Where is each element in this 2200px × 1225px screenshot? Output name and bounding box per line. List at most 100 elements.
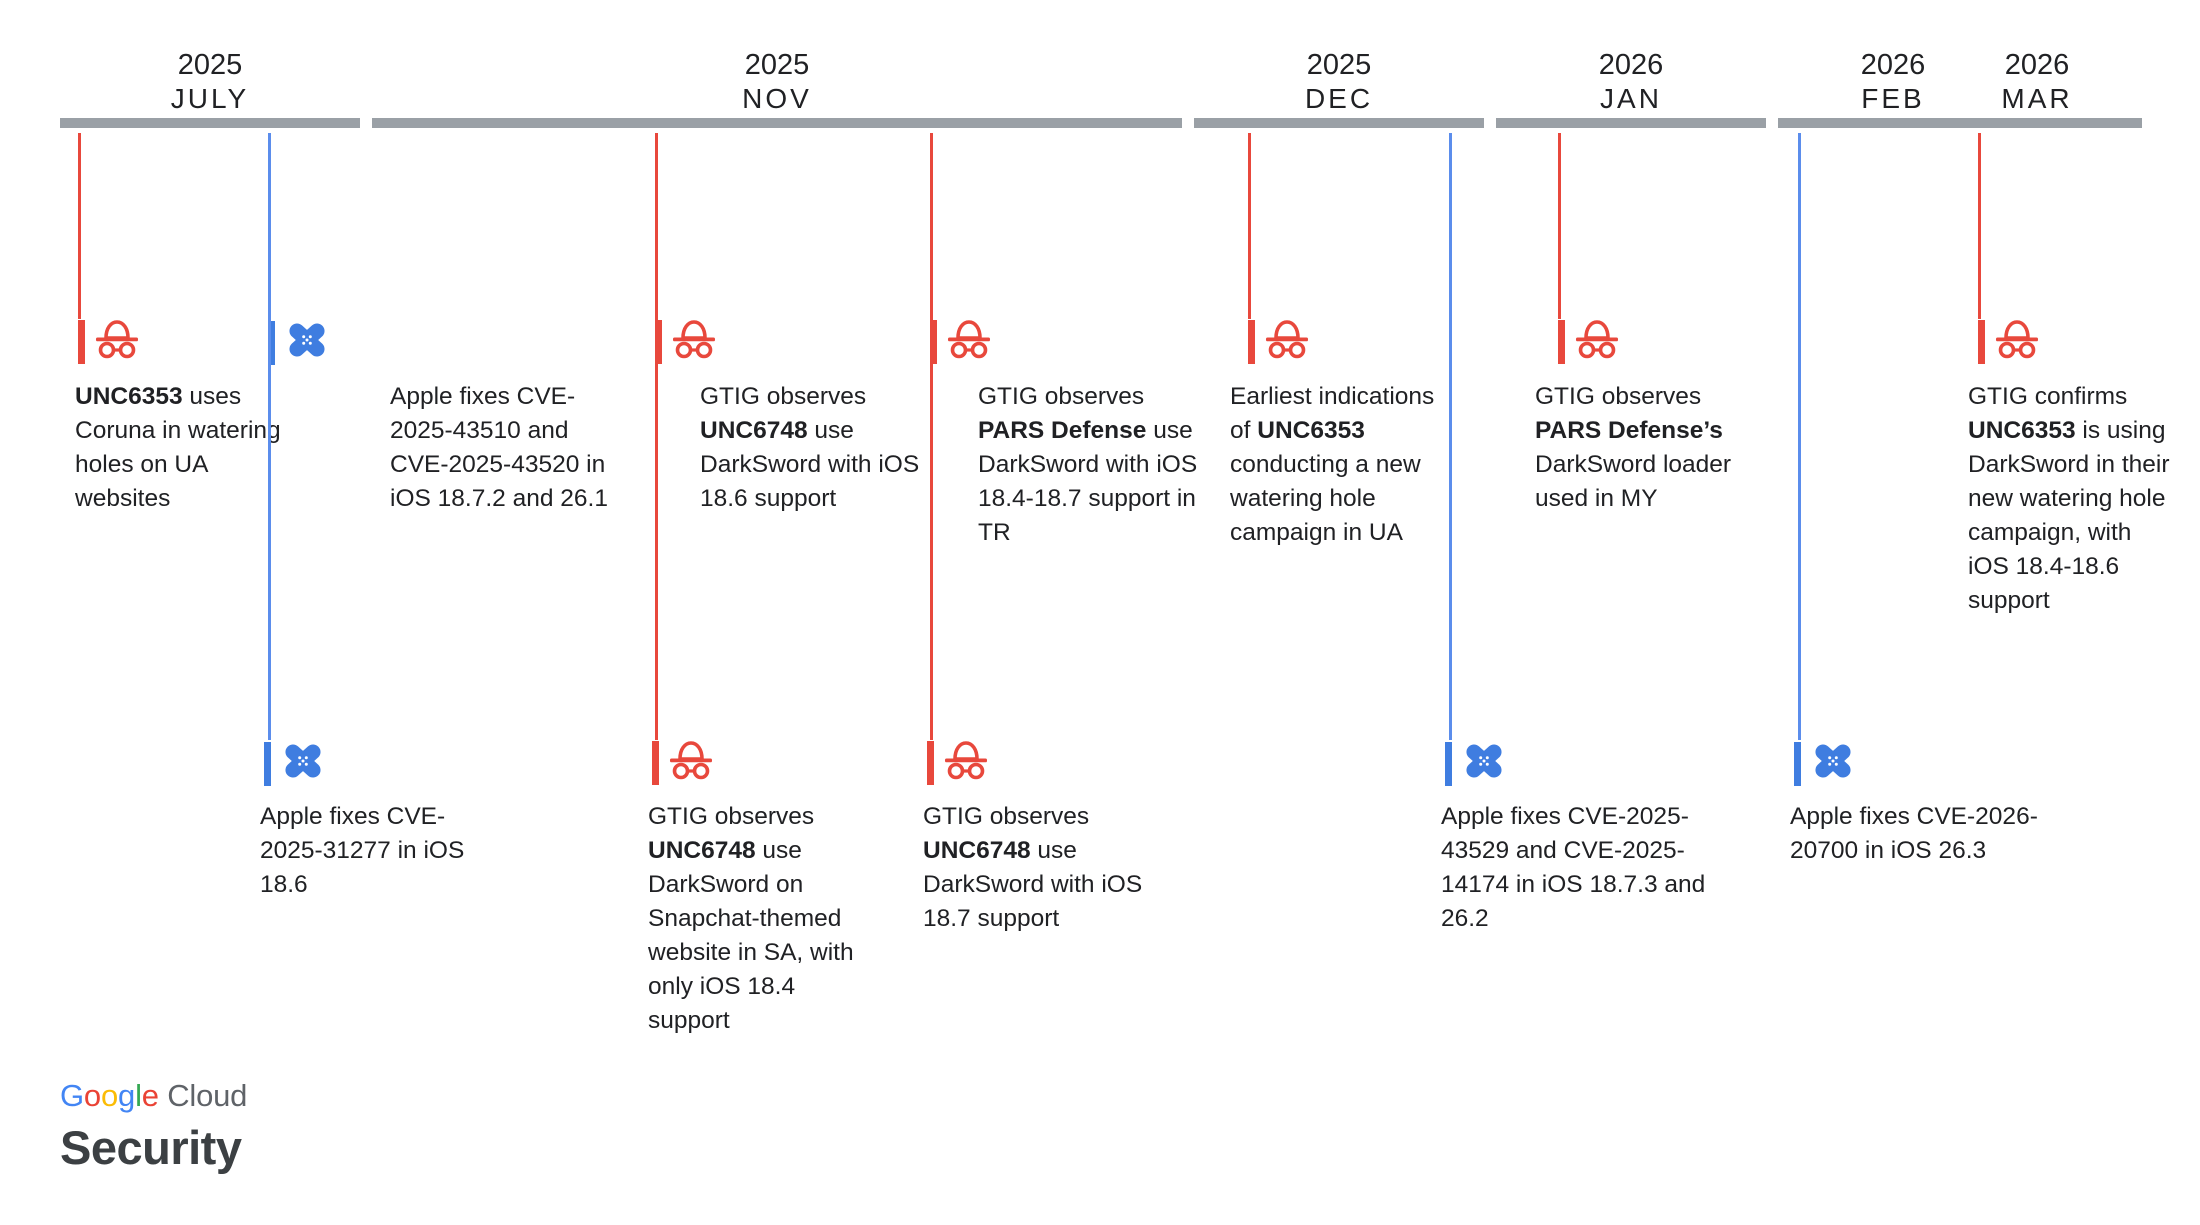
event-tick: [78, 319, 85, 364]
logo-letter-o2: o: [100, 1078, 119, 1113]
spy-hat-icon: [1266, 320, 1308, 359]
event-description: UNC6353 uses Coruna in watering holes on…: [75, 380, 285, 516]
event-marker[interactable]: [930, 319, 992, 364]
event-body: use DarkSword with iOS 18.7 support: [923, 837, 1143, 932]
event-tick: [655, 319, 662, 364]
axis-year: 2026: [1860, 49, 1926, 81]
event-body: conducting a new watering hole campaign …: [1230, 451, 1421, 546]
event-description: GTIG observes UNC6748 use DarkSword on S…: [648, 800, 863, 1038]
event-stem: [1798, 133, 1801, 740]
event-stem: [655, 133, 658, 740]
bandage-icon: [1815, 744, 1851, 778]
event-description: Apple fixes CVE-2025-43529 and CVE-2025-…: [1441, 800, 1721, 936]
logo-letter-l: l: [135, 1078, 142, 1113]
event-lead: Earliest indications of: [1230, 383, 1435, 444]
bandage-icon: [285, 744, 321, 778]
event-body: Apple fixes CVE-2025-31277 in iOS 18.6: [260, 803, 465, 898]
axis-month: JULY: [170, 83, 250, 114]
axis-bar-july: [60, 118, 360, 128]
axis-bar-nov: [372, 118, 1182, 128]
axis-year: 2025: [177, 49, 243, 81]
event-entity: UNC6353: [1968, 417, 2076, 444]
axis-bar-jan: [1496, 118, 1766, 128]
event-tick: [264, 741, 271, 786]
event-marker[interactable]: [927, 740, 989, 785]
axis-year: 2025: [1306, 49, 1372, 81]
event-marker[interactable]: [1248, 319, 1310, 364]
event-tick: [1558, 319, 1565, 364]
event-marker[interactable]: [1445, 740, 1507, 787]
event-entity: UNC6353: [75, 383, 183, 410]
event-marker[interactable]: [1794, 740, 1856, 787]
event-tick: [268, 320, 275, 365]
spy-hat-icon: [671, 319, 717, 364]
logo-cloud-text: Cloud: [158, 1078, 248, 1113]
event-entity: UNC6748: [648, 837, 756, 864]
axis-bar-dec: [1194, 118, 1484, 128]
event-entity: PARS Defense: [978, 417, 1147, 444]
bandage-icon: [1461, 740, 1507, 787]
bandage-icon: [284, 319, 330, 366]
spy-hat-icon: [1996, 320, 2038, 359]
event-body: use DarkSword with iOS 18.6 support: [700, 417, 920, 512]
event-description: Apple fixes CVE-2026-20700 in iOS 26.3: [1790, 800, 2050, 868]
event-marker[interactable]: [1978, 319, 2040, 364]
event-marker[interactable]: [78, 319, 140, 364]
spy-hat-icon: [948, 320, 990, 359]
event-entity: UNC6748: [923, 837, 1031, 864]
event-description: GTIG observes UNC6748 use DarkSword with…: [923, 800, 1158, 936]
event-marker[interactable]: [655, 319, 717, 364]
spy-hat-icon: [1574, 319, 1620, 364]
event-tick: [1445, 741, 1452, 786]
bandage-icon: [1810, 740, 1856, 787]
event-entity: PARS Defense’s: [1535, 417, 1723, 444]
bandage-icon: [289, 323, 325, 357]
event-description: Apple fixes CVE-2025-31277 in iOS 18.6: [260, 800, 505, 902]
event-marker[interactable]: [1558, 319, 1620, 364]
axis-month: DEC: [1304, 83, 1374, 114]
axis-month: JAN: [1600, 83, 1662, 114]
event-body: DarkSword loader used in MY: [1535, 451, 1732, 512]
google-cloud-wordmark: Google Cloud: [60, 1078, 247, 1114]
spy-hat-icon: [96, 320, 138, 359]
event-stem: [1978, 133, 1981, 319]
bandage-icon: [1466, 744, 1502, 778]
event-description: GTIG observes PARS Defense use DarkSword…: [978, 380, 1208, 550]
event-marker[interactable]: [652, 740, 714, 785]
axis-year: 2025: [744, 49, 810, 81]
event-lead: GTIG observes: [978, 383, 1145, 410]
spy-hat-icon: [670, 741, 712, 780]
logo-letter-g1: G: [60, 1078, 84, 1113]
event-tick: [927, 740, 934, 785]
event-lead: GTIG observes: [923, 803, 1090, 830]
axis-year: 2026: [1598, 49, 1664, 81]
event-stem: [1558, 133, 1561, 319]
event-entity: UNC6353: [1257, 417, 1365, 444]
event-body: use DarkSword on Snapchat-themed website…: [648, 837, 854, 1034]
axis-month: MAR: [2001, 83, 2073, 114]
event-description: Earliest indications of UNC6353 conducti…: [1230, 380, 1435, 550]
event-body: use DarkSword with iOS 18.4-18.7 support…: [978, 417, 1198, 546]
event-marker[interactable]: [268, 319, 330, 366]
event-body: is using DarkSword in their new watering…: [1968, 417, 2170, 614]
logo-letter-g2: g: [118, 1078, 136, 1113]
axis-bar-mar: [1932, 118, 2142, 128]
event-lead: GTIG observes: [700, 383, 867, 410]
spy-hat-icon: [943, 740, 989, 785]
spy-hat-icon: [1576, 320, 1618, 359]
axis-bar-feb: [1778, 118, 2008, 128]
event-marker[interactable]: [264, 740, 326, 787]
event-description: GTIG observes PARS Defense’s DarkSword l…: [1535, 380, 1760, 516]
bandage-icon: [280, 740, 326, 787]
event-stem: [78, 133, 81, 319]
event-body: Apple fixes CVE-2026-20700 in iOS 26.3: [1790, 803, 2038, 864]
spy-hat-icon: [1994, 319, 2040, 364]
axis-month: NOV: [742, 83, 812, 114]
event-tick: [930, 319, 937, 364]
axis-month: FEB: [1861, 83, 1925, 114]
